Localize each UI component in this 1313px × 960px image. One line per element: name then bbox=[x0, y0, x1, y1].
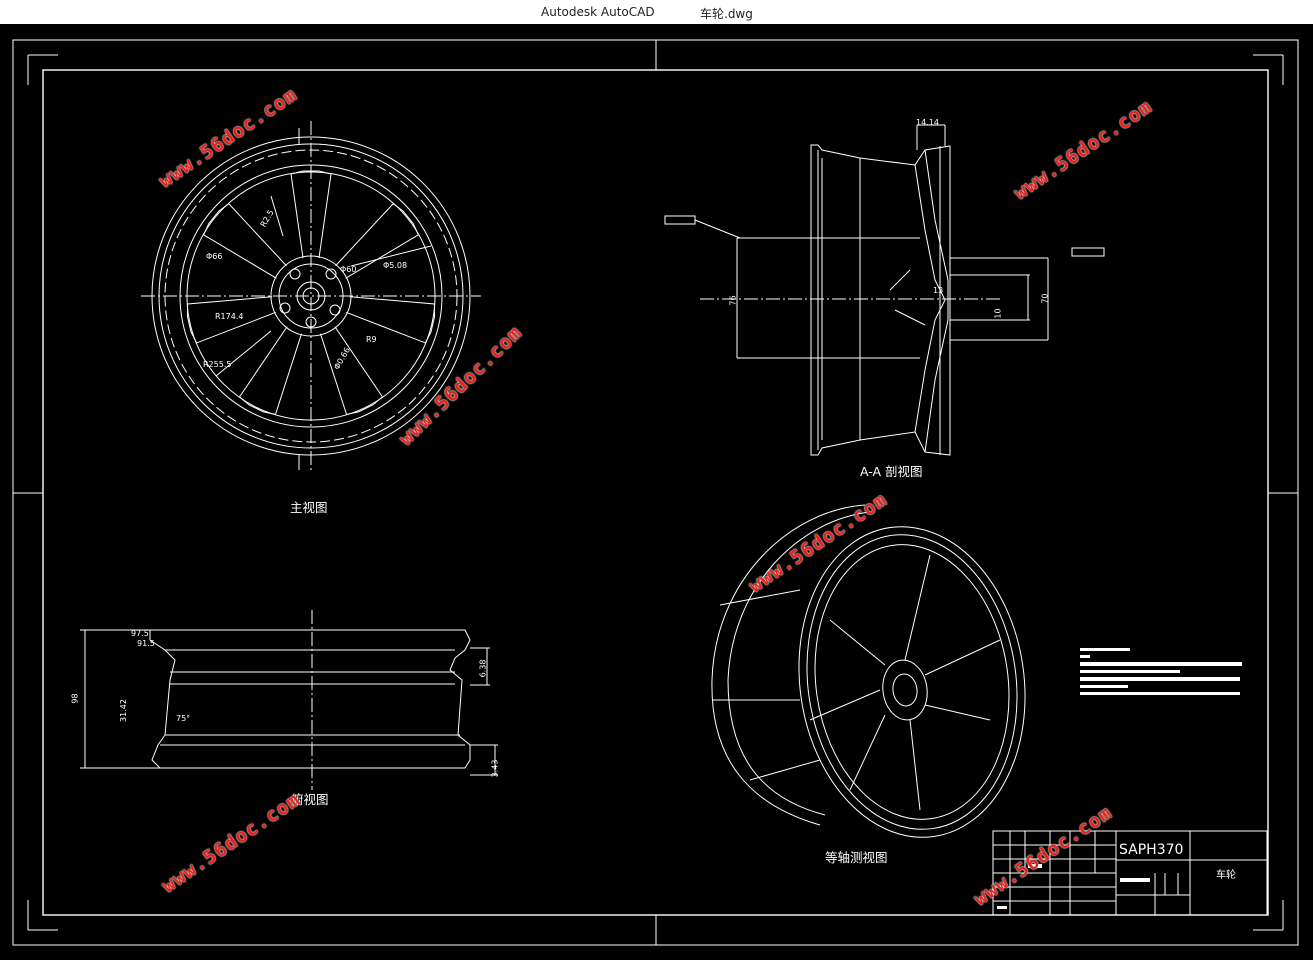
dim-text: 91.5 bbox=[137, 639, 155, 648]
dim-text: R255.5 bbox=[203, 360, 232, 369]
file-title: 车轮.dwg bbox=[700, 7, 753, 21]
dim-text: 70 bbox=[1040, 293, 1050, 304]
part-name-label: 车轮 bbox=[1216, 870, 1236, 881]
front-view-label: 主视图 bbox=[290, 500, 328, 515]
front-view-wheel bbox=[141, 121, 481, 471]
iso-view-wheel bbox=[711, 504, 1026, 838]
app-title: Autodesk AutoCAD bbox=[541, 5, 655, 19]
window-titlebar: Autodesk AutoCAD 车轮.dwg bbox=[0, 0, 1313, 24]
tech-notes bbox=[1080, 648, 1242, 695]
dim-text: 6.38 bbox=[478, 659, 488, 678]
dim-text: 97.5 bbox=[131, 629, 149, 638]
cad-drawing bbox=[12, 39, 1299, 946]
dim-text: 76 bbox=[728, 295, 738, 306]
material-label: SAPH370 bbox=[1119, 842, 1184, 858]
dim-text: 13 bbox=[933, 286, 944, 295]
dim-text: 14.14 bbox=[916, 118, 939, 127]
top-view-label: 俯视图 bbox=[291, 792, 329, 807]
dim-text: 3.43 bbox=[490, 759, 500, 778]
dim-text: 75° bbox=[176, 714, 191, 723]
dim-text: R174.4 bbox=[215, 312, 244, 321]
inner-frame bbox=[42, 69, 1269, 916]
dim-text: 98 bbox=[70, 693, 80, 704]
dim-text: Φ5.08 bbox=[383, 261, 408, 270]
dim-text: Φ66 bbox=[206, 252, 223, 261]
iso-view-label: 等轴测视图 bbox=[825, 850, 888, 865]
title-block bbox=[992, 830, 1268, 916]
dim-text: R9 bbox=[366, 335, 377, 344]
dim-text: 31.42 bbox=[118, 699, 128, 722]
section-view-label: A-A 剖视图 bbox=[860, 464, 923, 479]
dim-text: Φ60 bbox=[340, 265, 357, 274]
section-view-wheel bbox=[664, 124, 1105, 456]
drawing-canvas[interactable]: 主视图 A-A 剖视图 俯视图 等轴测视图 SAPH370 车轮 R2.5 Φ6… bbox=[0, 24, 1313, 960]
dim-text: 10 bbox=[993, 308, 1003, 319]
top-view-wheel bbox=[80, 610, 498, 790]
